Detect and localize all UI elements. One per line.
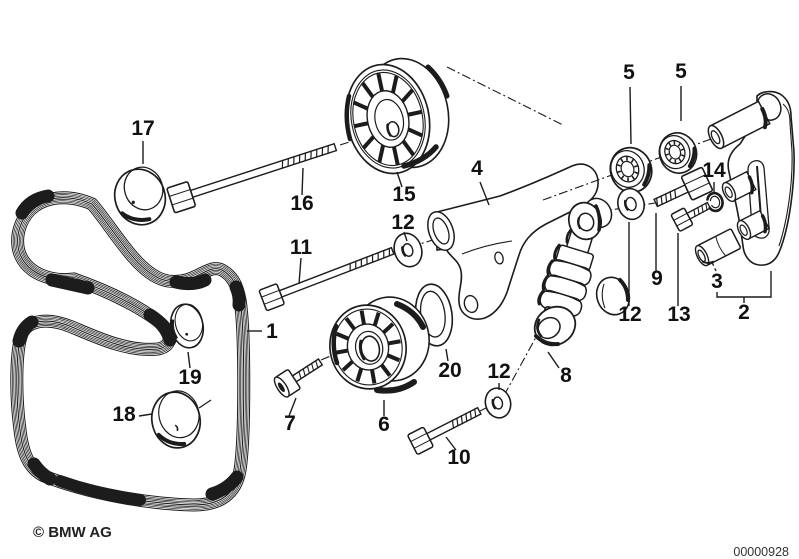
bolt-part13 xyxy=(670,201,712,232)
tensioner-part8 xyxy=(533,197,613,347)
callout-5a[interactable]: 5 xyxy=(623,61,635,84)
callout-labels: 1 2 3 4 5 5 6 7 8 9 10 11 12 12 12 13 14… xyxy=(112,60,750,469)
callout-12a[interactable]: 12 xyxy=(391,211,414,234)
sleeve-part3 xyxy=(694,228,741,267)
pulley-part6 xyxy=(329,296,430,394)
bolt-part11 xyxy=(258,246,395,312)
bracket-part2 xyxy=(707,90,795,266)
callout-17[interactable]: 17 xyxy=(131,117,154,140)
callout-19[interactable]: 19 xyxy=(178,366,201,389)
callout-20[interactable]: 20 xyxy=(438,359,461,382)
callout-5b[interactable]: 5 xyxy=(675,60,687,83)
washer-part12c xyxy=(484,387,512,419)
callout-4[interactable]: 4 xyxy=(471,157,483,180)
bolt-part16 xyxy=(166,142,338,214)
callout-6[interactable]: 6 xyxy=(378,413,390,436)
callout-leaders xyxy=(138,86,772,451)
callout-11[interactable]: 11 xyxy=(290,236,313,259)
callout-12b[interactable]: 12 xyxy=(618,303,641,326)
pulley-part15 xyxy=(344,57,450,175)
doc-number-text: 00000928 xyxy=(733,545,789,559)
callout-16[interactable]: 16 xyxy=(290,192,313,215)
callout-3[interactable]: 3 xyxy=(711,270,723,293)
bolt-part10 xyxy=(407,406,482,455)
callout-2[interactable]: 2 xyxy=(738,301,750,324)
callout-13[interactable]: 13 xyxy=(667,303,690,326)
callout-9[interactable]: 9 xyxy=(651,267,663,290)
snap-ring-part14 xyxy=(706,191,724,213)
cover-part19 xyxy=(169,303,205,349)
bearing-part5b xyxy=(658,132,698,174)
bracket-part4 xyxy=(427,163,631,320)
callout-18[interactable]: 18 xyxy=(112,403,136,426)
belt-shading xyxy=(12,189,246,506)
callout-8[interactable]: 8 xyxy=(560,364,572,387)
cover-part18 xyxy=(150,390,212,449)
callout-14[interactable]: 14 xyxy=(702,159,726,182)
ribbed-belt-part1 xyxy=(12,189,246,506)
washer-part12b xyxy=(617,187,645,221)
copyright-text: © BMW AG xyxy=(33,524,112,541)
bolt-part9 xyxy=(653,166,714,208)
bolt-part7 xyxy=(273,358,324,398)
cap-part17 xyxy=(113,166,167,226)
callout-15[interactable]: 15 xyxy=(392,183,416,206)
callout-1[interactable]: 1 xyxy=(266,320,278,343)
washer-part12a xyxy=(393,232,423,268)
callout-10[interactable]: 10 xyxy=(447,446,470,469)
callout-7[interactable]: 7 xyxy=(284,412,296,435)
callout-12c[interactable]: 12 xyxy=(487,360,510,383)
